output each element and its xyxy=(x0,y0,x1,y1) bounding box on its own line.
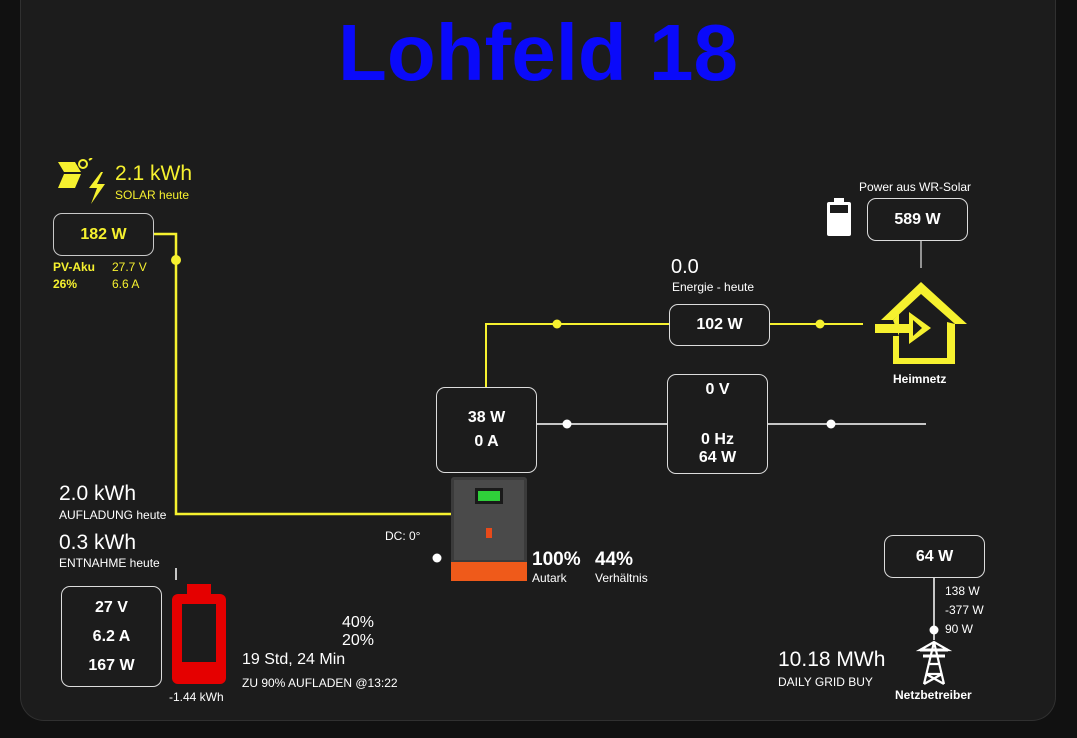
pv-current: 6.6 A xyxy=(112,277,140,291)
inverter-dc-label: DC: 0° xyxy=(385,529,421,543)
battery-charge-target: ZU 90% AUFLADEN @13:22 xyxy=(242,676,398,690)
home-line xyxy=(485,323,669,387)
home-energy-value: 0.0 xyxy=(671,256,699,278)
home-flow-dot-right xyxy=(815,319,825,329)
home-line-power-box[interactable]: 102 W xyxy=(669,304,770,346)
grid-value-2: -377 W xyxy=(945,603,984,617)
home-line-power: 102 W xyxy=(696,316,743,333)
battery-info-box[interactable]: 27 V 6.2 A 167 W xyxy=(61,586,162,687)
pv-voltage: 27.7 V xyxy=(112,260,147,274)
inverter-box[interactable]: 38 W 0 A xyxy=(436,387,537,473)
ac-box[interactable]: 0 V 0 Hz 64 W xyxy=(667,374,768,474)
inverter-current: 0 A xyxy=(474,433,499,450)
solar-line xyxy=(154,232,451,516)
grid-flow-dot xyxy=(826,419,836,429)
solar-energy-today: 2.1 kWh xyxy=(115,162,193,185)
battery-current: 6.2 A xyxy=(92,627,131,645)
ac-frequency: 0 Hz xyxy=(701,431,734,448)
solar-flow-dot xyxy=(171,255,181,265)
grid-daily-value: 10.18 MWh xyxy=(778,648,886,671)
battery-soc-2: 20% xyxy=(342,632,375,649)
battery-discharge-value: 0.3 kWh xyxy=(59,531,137,554)
battery-voltage: 27 V xyxy=(95,598,128,616)
grid-flow-dot-bottom xyxy=(929,625,939,635)
battery-discharge-label: ENTNAHME heute xyxy=(59,556,160,570)
autark-value: 100% xyxy=(532,549,581,570)
battery-charge-label: AUFLADUNG heute xyxy=(59,508,167,522)
battery-full-icon xyxy=(825,198,853,243)
grid-power-box[interactable]: 64 W xyxy=(884,535,985,578)
ac-power: 64 W xyxy=(698,449,737,466)
grid-power: 64 W xyxy=(915,547,954,565)
inverter-device-icon[interactable] xyxy=(450,476,528,587)
ac-voltage: 0 V xyxy=(705,381,730,398)
pv-percent: 26% xyxy=(53,277,78,291)
transmission-tower-icon[interactable] xyxy=(915,640,953,691)
ratio-label: Verhältnis xyxy=(595,571,648,585)
dashboard-card: Lohfeld 18 2.1 kWh SOLAR h xyxy=(20,0,1056,721)
ac-flow-dot xyxy=(562,419,572,429)
grid-name: Netzbetreiber xyxy=(895,688,972,702)
battery-time-remaining: 19 Std, 24 Min xyxy=(242,651,346,668)
grid-daily-label: DAILY GRID BUY xyxy=(778,675,873,689)
battery-energy: -1.44 kWh xyxy=(169,690,224,704)
home-energy-label: Energie - heute xyxy=(672,280,755,294)
battery-low-icon[interactable] xyxy=(167,582,231,691)
inverter-power: 38 W xyxy=(467,409,506,426)
grid-value-3: 90 W xyxy=(945,622,974,636)
autark-label: Autark xyxy=(532,571,567,585)
flow-lines xyxy=(154,232,939,640)
wr-power-box[interactable]: 589 W xyxy=(867,198,968,241)
grid-value-1: 138 W xyxy=(945,584,980,598)
solar-energy-label: SOLAR heute xyxy=(115,188,190,202)
solar-power-box[interactable]: 182 W xyxy=(53,213,154,256)
home-name: Heimnetz xyxy=(893,372,947,386)
battery-flow-dot xyxy=(432,553,442,563)
home-flow-dot-left xyxy=(552,319,562,329)
solar-icon[interactable] xyxy=(55,157,111,211)
wr-power: 589 W xyxy=(894,210,941,228)
battery-soc-1: 40% xyxy=(342,614,375,631)
battery-charge-value: 2.0 kWh xyxy=(59,482,137,505)
ratio-value: 44% xyxy=(595,549,634,570)
page-title: Lohfeld 18 xyxy=(337,8,739,97)
solar-power: 182 W xyxy=(80,225,127,243)
home-import-icon[interactable] xyxy=(873,278,969,369)
battery-power: 167 W xyxy=(88,656,135,674)
pv-label: PV-Aku xyxy=(53,260,96,274)
wr-label: Power aus WR-Solar xyxy=(859,180,972,194)
